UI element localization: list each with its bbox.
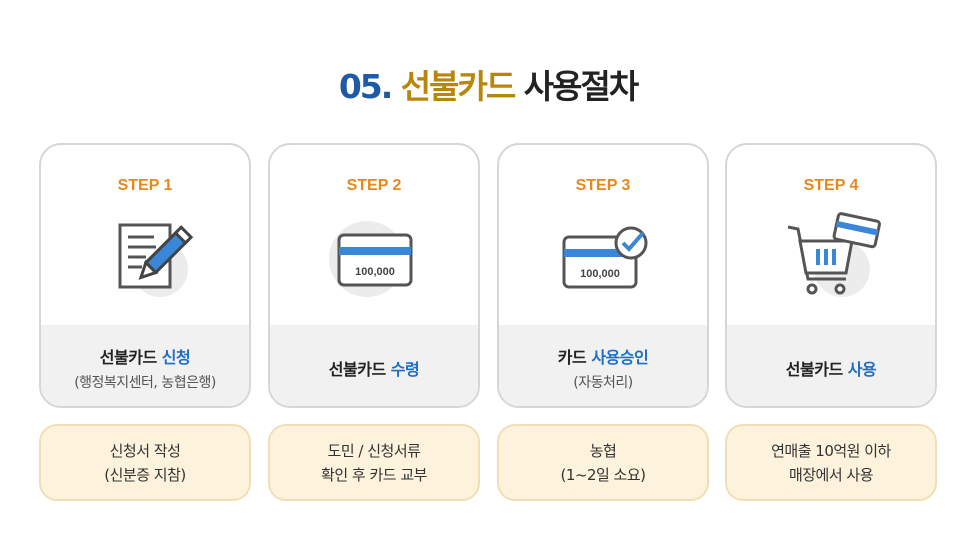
step-label-area: 선불카드 사용 [727, 325, 935, 406]
step-card-2: STEP 2 100,000 선불카드 수령 [268, 143, 480, 408]
step-label-area: 선불카드 신청 (행정복지센터, 농협은행) [41, 325, 249, 406]
step-title: 선불카드 신청 [99, 347, 191, 367]
step-subtitle: (행정복지센터, 농협은행) [74, 374, 216, 391]
step-subtitle: (자동처리) [573, 374, 633, 391]
step-card-3: STEP 3 100,000 카드 사용승인 (자동처리) [497, 143, 709, 408]
shopping-cart-icon [727, 207, 935, 317]
step-card-1: STEP 1 선불카드 신청 (행정복지센터, 농협은행) [39, 143, 251, 408]
step-label: STEP 4 [803, 177, 859, 194]
title-accent: 선불카드 [400, 67, 516, 106]
step-title: 선불카드 사용 [785, 359, 877, 379]
step-note-2: 도민 / 신청서류 확인 후 카드 교부 [268, 424, 480, 501]
step-label: STEP 3 [575, 177, 631, 194]
card-check-icon: 100,000 [499, 207, 707, 317]
step-label-area: 카드 사용승인 (자동처리) [499, 325, 707, 406]
page-title: 05. 선불카드 사용절차 [0, 60, 976, 108]
step-label-area: 선불카드 수령 [270, 325, 478, 406]
svg-text:100,000: 100,000 [580, 268, 620, 280]
title-rest: 사용절차 [523, 67, 639, 106]
svg-text:100,000: 100,000 [355, 266, 395, 278]
step-note-1: 신청서 작성 (신분증 지참) [39, 424, 251, 501]
title-number: 05. [338, 67, 393, 106]
step-note-4: 연매출 10억원 이하 매장에서 사용 [725, 424, 937, 501]
step-note-3: 농협 (1~2일 소요) [497, 424, 709, 501]
card-icon: 100,000 [270, 207, 478, 317]
step-card-4: STEP 4 선불카드 사용 [725, 143, 937, 408]
document-pencil-icon [41, 207, 249, 317]
step-title: 선불카드 수령 [328, 359, 420, 379]
step-title: 카드 사용승인 [557, 347, 649, 367]
step-label: STEP 2 [346, 177, 402, 194]
step-label: STEP 1 [117, 177, 173, 194]
